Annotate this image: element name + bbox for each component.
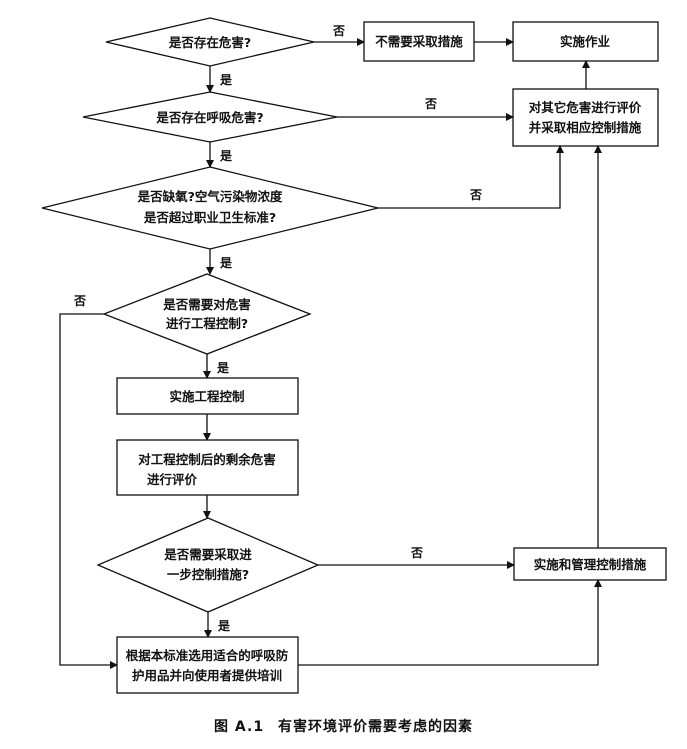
manage-label: 实施和管理控制措施 — [534, 557, 647, 572]
edge-yes-2: 是 — [219, 149, 233, 163]
residual-label-2: 进行评价 — [147, 472, 198, 487]
eval-other-label-2: 并采取相应控制措施 — [529, 120, 642, 135]
edge-no-5: 否 — [410, 546, 423, 560]
decision-engineering-label-2: 进行工程控制? — [166, 316, 248, 331]
decision-oxygen-label-2: 是否超过职业卫生标准? — [143, 210, 276, 225]
eval-other-label-1: 对其它危害进行评价 — [529, 100, 642, 115]
box-select-ppe — [116, 636, 299, 694]
select-ppe-label-1: 根据本标准选用适合的呼吸防 — [126, 648, 289, 663]
box-residual — [116, 439, 299, 496]
select-ppe-label-2: 护用品并向使用者提供培训 — [132, 668, 282, 683]
decision-further — [96, 517, 320, 613]
box-eval-other — [512, 88, 659, 147]
decision-hazard-label: 是否存在危害? — [168, 35, 251, 50]
no-measure-label: 不需要采取措施 — [375, 34, 463, 49]
edge-yes-1: 是 — [219, 73, 233, 87]
edge-no-3: 否 — [469, 188, 482, 202]
residual-label-1: 对工程控制后的剩余危害 — [138, 452, 276, 467]
edge-no-4: 否 — [73, 294, 86, 308]
decision-oxygen — [41, 166, 379, 250]
edge-yes-5: 是 — [217, 619, 231, 633]
engineering-label: 实施工程控制 — [169, 389, 244, 404]
edge-no-2: 否 — [424, 97, 437, 111]
decision-further-label-2: 一步控制措施? — [167, 567, 249, 582]
edge-yes-3: 是 — [219, 256, 233, 270]
decision-engineering-label-1: 是否需要对危害 — [162, 297, 251, 312]
figure-title: 有害环境评价需要考虑的因素 — [277, 719, 473, 735]
decision-engineering — [102, 273, 312, 355]
implement-label: 实施作业 — [560, 34, 611, 49]
decision-further-label-1: 是否需要采取进 — [163, 547, 252, 562]
figure-number: 图 A.1 — [214, 719, 265, 735]
decision-respiratory-label: 是否存在呼吸危害? — [155, 110, 263, 125]
decision-oxygen-label-1: 是否缺氧?空气污染物浓度 — [137, 189, 283, 204]
edge-no-1: 否 — [332, 24, 345, 38]
edge-yes-4: 是 — [216, 361, 230, 375]
figure-caption: 图 A.1 有害环境评价需要考虑的因素 — [0, 716, 687, 736]
